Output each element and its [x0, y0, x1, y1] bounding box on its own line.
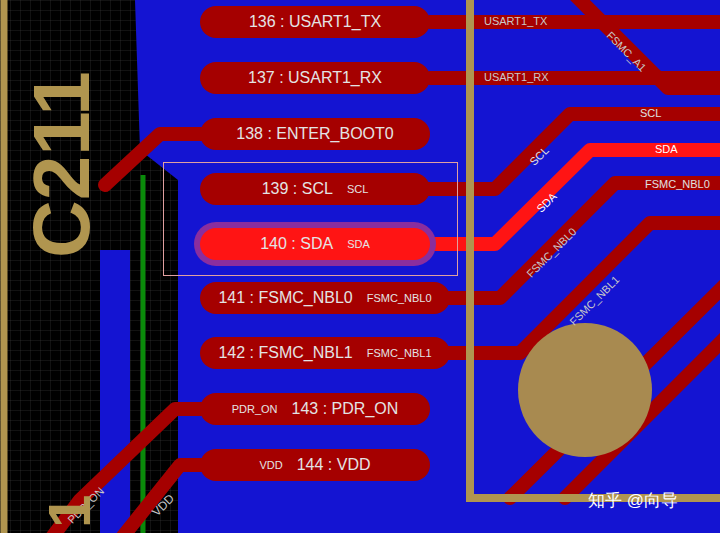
green-track — [141, 175, 146, 533]
pin-label: 142 : FSMC_NBL1 — [218, 344, 352, 362]
copper-pour — [135, 0, 720, 533]
pin-label: 136 : USART1_TX — [249, 13, 381, 31]
pin-pad: 137 : USART1_RX — [200, 62, 430, 94]
pin-pad: 139 : SCL SCL — [200, 173, 430, 205]
pin-label: 139 : SCL — [262, 180, 333, 198]
net-name: VDD — [259, 459, 282, 471]
net-label: FSMC_NBL1 — [568, 274, 622, 328]
net-label: SCL — [528, 145, 551, 168]
pin-pad: 142 : FSMC_NBL1 FSMC_NBL1 — [200, 337, 450, 369]
pin-label: 144 : VDD — [297, 456, 371, 474]
net-label: SCL — [640, 108, 661, 119]
silkscreen-text: C211 — [22, 71, 102, 258]
silkscreen-outline — [470, 0, 720, 498]
silkscreen-text: 1 — [40, 495, 100, 528]
net-label: VDD — [150, 492, 176, 518]
trace — [575, 0, 720, 88]
pin-label: 137 : USART1_RX — [248, 69, 382, 87]
net-label: USART1_RX — [484, 72, 549, 83]
pin-pad: 140 : SDA SDA — [200, 228, 430, 260]
net-label: FSMC_A1 — [604, 30, 648, 74]
trace — [120, 465, 215, 533]
net-name: FSMC_NBL1 — [367, 347, 432, 359]
selection-box — [164, 163, 458, 276]
silkscreen-edge — [1, 0, 8, 533]
red-traces — [50, 0, 720, 533]
net-name: SCL — [347, 183, 368, 195]
trace — [105, 134, 215, 185]
net-label: SDA — [655, 144, 678, 155]
watermark: 知乎 @向导 — [588, 492, 678, 509]
pin-pad: PDR_ON 143 : PDR_ON — [200, 393, 430, 425]
mounting-hole — [518, 323, 652, 457]
net-name: SDA — [347, 238, 370, 250]
pin-pad: 138 : ENTER_BOOT0 — [200, 118, 430, 150]
net-name: PDR_ON — [232, 403, 278, 415]
net-label: FSMC_NBL0 — [645, 179, 710, 190]
pin-label: 141 : FSMC_NBL0 — [218, 289, 352, 307]
net-name: FSMC_NBL0 — [367, 292, 432, 304]
copper-pour — [100, 250, 130, 533]
pin-label: 140 : SDA — [260, 235, 333, 253]
net-label: SDA — [535, 191, 559, 215]
pin-pad: 136 : USART1_TX — [200, 6, 430, 38]
net-label: FSMC_NBL0 — [525, 226, 579, 280]
pin-pad: VDD 144 : VDD — [200, 449, 430, 481]
pin-pad: 141 : FSMC_NBL0 FSMC_NBL0 — [200, 282, 450, 314]
trace — [510, 285, 720, 498]
net-label: USART1_TX — [484, 16, 547, 27]
pin-label: 143 : PDR_ON — [292, 400, 399, 418]
pin-label: 138 : ENTER_BOOT0 — [236, 125, 393, 143]
